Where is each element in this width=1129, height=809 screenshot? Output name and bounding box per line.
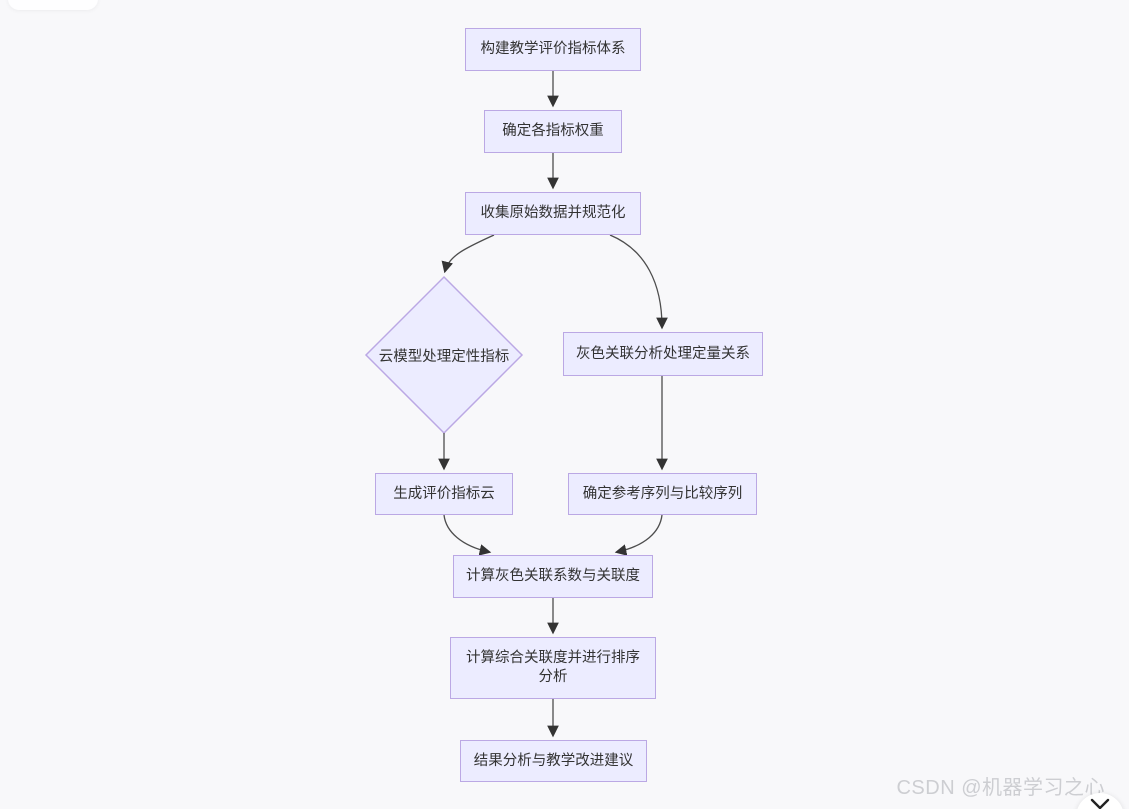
node-generate-cloud: 生成评价指标云 (375, 473, 513, 515)
node-determine-weights: 确定各指标权重 (484, 110, 622, 153)
node-result-analysis: 结果分析与教学改进建议 (460, 740, 647, 782)
node-grey-coefficient: 计算灰色关联系数与关联度 (453, 555, 653, 598)
node-reference-sequence: 确定参考序列与比较序列 (568, 473, 757, 515)
edge-collect-to-cloudmodel (441, 234, 495, 274)
node-grey-relational: 灰色关联分析处理定量关系 (563, 332, 763, 376)
edge-reference-to-coeff (614, 514, 663, 556)
node-build-index-system: 构建教学评价指标体系 (465, 28, 641, 71)
chevron-down-icon (1090, 798, 1110, 809)
scroll-down-button[interactable] (1076, 793, 1124, 809)
top-left-pill (8, 0, 98, 10)
edge-collect-to-grey (609, 234, 668, 330)
node-comprehensive-ranking: 计算综合关联度并进行排序分析 (450, 637, 656, 699)
node-cloud-model: 云模型处理定性指标 (378, 348, 510, 365)
node-collect-normalize: 收集原始数据并规范化 (465, 192, 641, 235)
edge-gencloud-to-coeff (443, 514, 492, 556)
csdn-watermark: CSDN @机器学习之心 (896, 777, 1105, 799)
